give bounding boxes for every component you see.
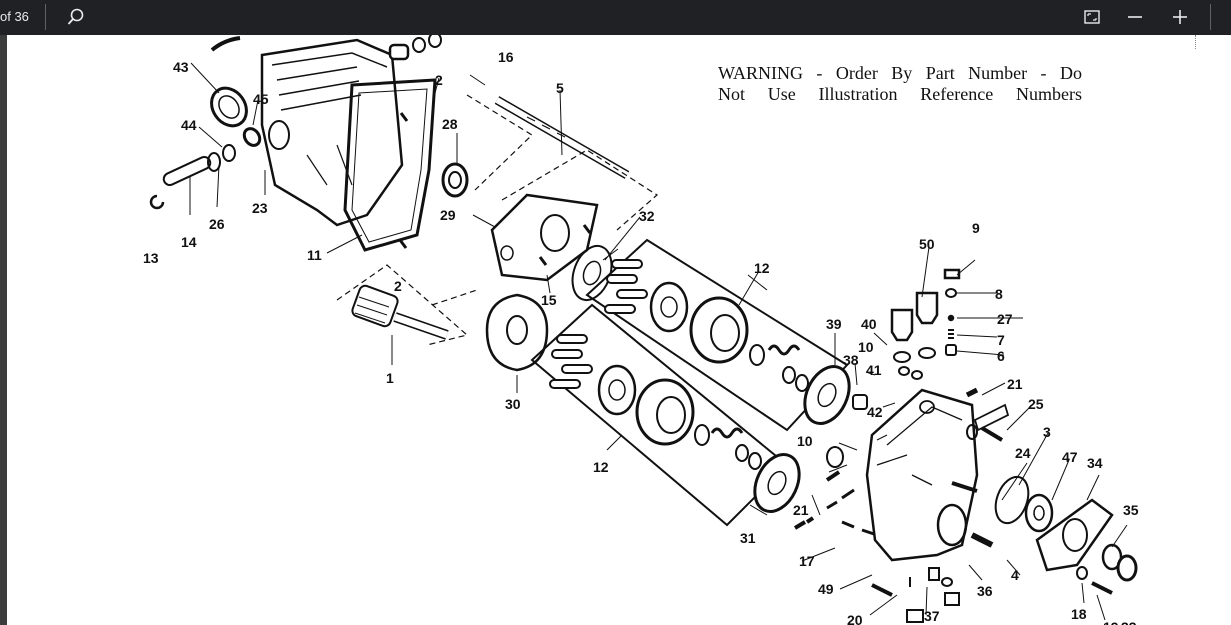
callout-label: 41: [866, 362, 882, 378]
exploded-parts-diagram: 43 45 44 13 14 26 23 11 2 16 5 28 29 32 …: [143, 35, 1139, 625]
callout-label: 37: [924, 608, 940, 624]
callout-label: 42: [867, 404, 883, 420]
callout-label: 1: [386, 370, 394, 386]
zoom-in-button[interactable]: [1165, 2, 1195, 32]
callout-label: 25: [1028, 396, 1044, 412]
diagram-callouts: 43 45 44 13 14 26 23 11 2 16 5 28 29 32 …: [143, 49, 1139, 625]
callout-label: 12: [593, 459, 609, 475]
callout-label: 2: [435, 72, 443, 88]
callout-label: 6: [997, 348, 1005, 364]
callout-label: 7: [997, 332, 1005, 348]
warning-line-2: Not Use Illustration Reference Numbers: [718, 84, 1082, 104]
callout-label: 39: [826, 316, 842, 332]
callout-label: 31: [740, 530, 756, 546]
callout-label: 40: [861, 316, 877, 332]
callout-label: 12: [754, 260, 770, 276]
callout-label: 50: [919, 236, 935, 252]
callout-label: 20: [847, 612, 863, 625]
callout-label: 19: [1103, 619, 1119, 625]
callout-label: 32: [639, 208, 655, 224]
callout-label: 10: [858, 339, 874, 355]
document-viewer[interactable]: WARNING - Order By Part Number - Do Not …: [0, 35, 1231, 625]
callout-label: 38: [843, 352, 859, 368]
search-button[interactable]: [61, 2, 91, 32]
toolbar-divider: [1210, 4, 1211, 30]
callout-label: 8: [995, 286, 1003, 302]
toolbar-divider: [45, 4, 46, 30]
zoom-out-button[interactable]: [1120, 2, 1150, 32]
callout-label: 35: [1123, 502, 1139, 518]
callout-label: 5: [556, 80, 564, 96]
callout-label: 30: [505, 396, 521, 412]
page-marker: [1195, 35, 1198, 49]
callout-label: 17: [799, 553, 815, 569]
callout-label: 45: [253, 91, 269, 107]
search-icon: [67, 8, 84, 25]
pdf-toolbar: of 36: [0, 0, 1231, 35]
callout-label: 49: [818, 581, 834, 597]
minus-icon: [1128, 16, 1142, 18]
callout-label: 36: [977, 583, 993, 599]
callout-label: 27: [997, 311, 1013, 327]
plus-icon: [1173, 10, 1187, 24]
callout-label: 2: [394, 278, 402, 294]
callout-label: 18: [1071, 606, 1087, 622]
page-indicator: of 36: [0, 9, 29, 24]
callout-label: 15: [541, 292, 557, 308]
callout-label: 47: [1062, 449, 1078, 465]
callout-label: 16: [498, 49, 514, 65]
warning-notice: WARNING - Order By Part Number - Do Not …: [718, 63, 1082, 105]
callout-label: 24: [1015, 445, 1031, 461]
callout-label: 4: [1011, 567, 1019, 583]
warning-line-1: WARNING - Order By Part Number - Do: [718, 63, 1082, 83]
fit-to-page-icon: [1084, 10, 1100, 24]
callout-label: 9: [972, 220, 980, 236]
callout-label: 21: [793, 502, 809, 518]
callout-label: 23: [252, 200, 268, 216]
callout-label: 21: [1007, 376, 1023, 392]
callout-label: 28: [442, 116, 458, 132]
callout-label: 13: [143, 250, 159, 266]
callout-label: 14: [181, 234, 197, 250]
fit-to-page-button[interactable]: [1077, 2, 1107, 32]
callout-label: 44: [181, 117, 197, 133]
callout-label: 3: [1043, 424, 1051, 440]
callout-label: 29: [440, 207, 456, 223]
callout-label: 11: [307, 247, 322, 263]
callout-label: 26: [209, 216, 225, 232]
callout-label: 10: [797, 433, 813, 449]
document-page: WARNING - Order By Part Number - Do Not …: [7, 35, 1231, 625]
callout-label: 34: [1087, 455, 1103, 471]
callout-label: 33: [1121, 619, 1137, 625]
callout-label: 43: [173, 59, 189, 75]
